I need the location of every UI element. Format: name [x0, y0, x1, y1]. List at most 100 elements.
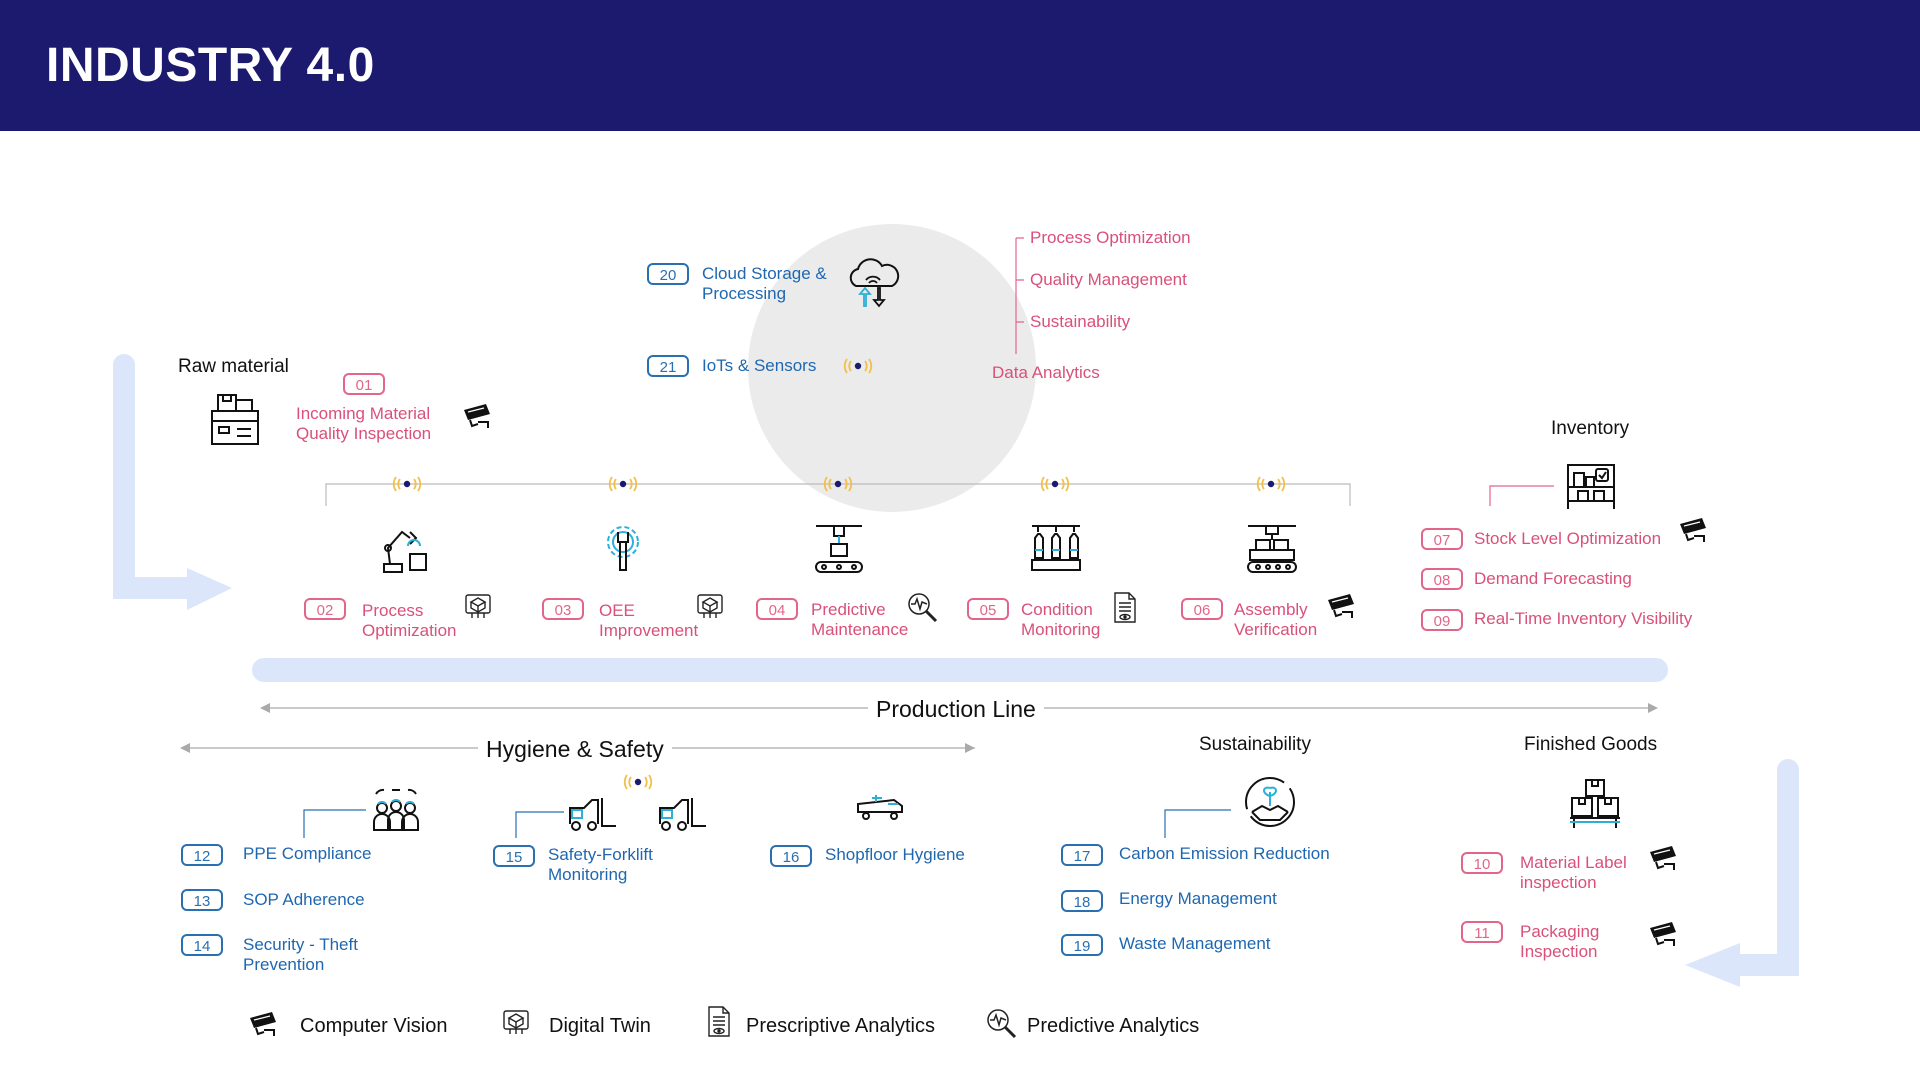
digital-twin-icon: [503, 1010, 529, 1035]
flow-arrow-left: [113, 354, 232, 610]
data-analytics-bracket: [1015, 237, 1024, 354]
press-machine-icon: [815, 525, 863, 573]
item-badge-20: 20: [647, 263, 689, 285]
forklift-icon: [659, 798, 706, 831]
analytics-quality-management: Quality Management: [1030, 270, 1187, 289]
ppe-connector: [303, 809, 366, 838]
legend-prescriptive-analytics: Prescriptive Analytics: [746, 1015, 935, 1037]
header-bar: INDUSTRY 4.0: [0, 0, 1920, 131]
warehouse-shelf-icon: [1567, 464, 1615, 509]
station-predictive-maintenance: Predictive Maintenance: [811, 600, 909, 639]
station-oee-improvement: OEE Improvement: [599, 601, 699, 640]
inventory-real-time-visibility: Real-Time Inventory Visibility: [1474, 609, 1693, 628]
data-analytics-label: Data Analytics: [992, 363, 1100, 382]
flow-arrow-right: [1685, 759, 1799, 987]
finished-packaging: Packaging Inspection: [1520, 922, 1600, 961]
cloud-highlight-circle: [748, 224, 1036, 512]
sustainability-carbon: Carbon Emission Reduction: [1119, 844, 1330, 863]
item-badge-16: 16: [770, 845, 812, 867]
legend-predictive-analytics: Predictive Analytics: [1027, 1015, 1200, 1037]
item-badge-15: 15: [493, 845, 535, 867]
hygiene-safety-forklift: Safety-Forklift Monitoring: [548, 845, 653, 884]
item-badge-12: 12: [181, 844, 223, 866]
item-badge-02: 02: [304, 598, 346, 620]
raw-material-icon: [211, 394, 259, 445]
item-badge-09: 09: [1421, 609, 1463, 631]
forklift-icon: [569, 798, 616, 831]
raw-material-heading: Raw material: [178, 356, 289, 377]
computer-vision-icon: [1649, 921, 1677, 947]
sensor-icon: [1256, 476, 1286, 492]
inventory-connector: [1489, 485, 1554, 506]
cloud-storage-label: Cloud Storage & Processing: [702, 264, 827, 303]
station-condition-monitoring: Condition Monitoring: [1021, 600, 1101, 639]
station-process-optimization: Process Optimization: [362, 601, 457, 640]
item-badge-18: 18: [1061, 890, 1103, 912]
cleaning-vehicle-icon: [857, 795, 903, 820]
hygiene-ppe-compliance: PPE Compliance: [243, 844, 372, 863]
production-line-label: Production Line: [868, 696, 1044, 723]
item-badge-06: 06: [1181, 598, 1223, 620]
inventory-heading: Inventory: [1551, 418, 1630, 439]
analytics-process-optimization: Process Optimization: [1030, 228, 1191, 247]
computer-vision-icon: [1649, 845, 1677, 871]
legend-computer-vision: Computer Vision: [300, 1015, 448, 1037]
prescriptive-analytics-icon: [1114, 592, 1136, 623]
item-badge-04: 04: [756, 598, 798, 620]
boxes-icon: [1570, 779, 1620, 828]
incoming-material-label: Incoming Material Quality Inspection: [296, 404, 432, 443]
computer-vision-icon: [1327, 593, 1355, 619]
item-badge-13: 13: [181, 889, 223, 911]
item-badge-07: 07: [1421, 528, 1463, 550]
item-badge-05: 05: [967, 598, 1009, 620]
sensor-icon: [823, 476, 853, 492]
production-line-conveyor: [252, 658, 1668, 682]
iot-sensors-label: IoTs & Sensors: [702, 356, 817, 375]
ppe-workers-icon: [373, 788, 419, 831]
finished-goods-heading: Finished Goods: [1524, 734, 1658, 755]
sensor-icon: [843, 358, 873, 374]
station-assembly-verification: Assembly Verification: [1234, 600, 1318, 639]
page-title: INDUSTRY 4.0: [46, 39, 375, 92]
computer-vision-icon: [249, 1011, 277, 1037]
wrench-gear-icon: [607, 526, 639, 571]
sustainability-heading: Sustainability: [1199, 734, 1311, 755]
item-badge-11: 11: [1461, 921, 1503, 943]
hygiene-security-theft: Security - Theft Prevention: [243, 935, 358, 974]
item-badge-10: 10: [1461, 852, 1503, 874]
item-badge-14: 14: [181, 934, 223, 956]
analytics-sustainability: Sustainability: [1030, 312, 1131, 331]
item-badge-08: 08: [1421, 568, 1463, 590]
predictive-analytics-icon: [986, 1008, 1017, 1039]
sustainability-energy: Energy Management: [1119, 889, 1277, 908]
computer-vision-icon: [463, 403, 491, 429]
bottle-line-icon: [1031, 525, 1081, 571]
prescriptive-analytics-icon: [708, 1006, 730, 1037]
hygiene-heading: Hygiene & Safety: [478, 736, 672, 763]
finished-material-label: Material Label inspection: [1520, 853, 1627, 892]
inventory-demand-forecasting: Demand Forecasting: [1474, 569, 1632, 588]
assembly-machine-icon: [1247, 525, 1297, 573]
sensor-icon: [1040, 476, 1070, 492]
sustainability-hands-icon: [1245, 777, 1295, 827]
computer-vision-icon: [1679, 517, 1707, 543]
item-badge-17: 17: [1061, 844, 1103, 866]
legend-digital-twin: Digital Twin: [549, 1015, 651, 1037]
hygiene-shopfloor: Shopfloor Hygiene: [825, 845, 965, 864]
item-badge-19: 19: [1061, 934, 1103, 956]
forklift-connector: [515, 811, 564, 838]
hygiene-sop-adherence: SOP Adherence: [243, 890, 365, 909]
cloud-icon: [849, 258, 900, 308]
robot-arm-icon: [383, 530, 427, 573]
inventory-stock-level: Stock Level Optimization: [1474, 529, 1662, 548]
sensor-icon: [608, 476, 638, 492]
predictive-analytics-icon: [907, 592, 938, 623]
digital-twin-icon: [697, 594, 723, 619]
sensor-icon: [392, 476, 422, 492]
digital-twin-icon: [465, 594, 491, 619]
sensor-icon: [623, 774, 653, 790]
item-badge-21: 21: [647, 355, 689, 377]
sustainability-connector: [1164, 809, 1231, 838]
item-badge-03: 03: [542, 598, 584, 620]
sustainability-waste: Waste Management: [1119, 934, 1271, 953]
